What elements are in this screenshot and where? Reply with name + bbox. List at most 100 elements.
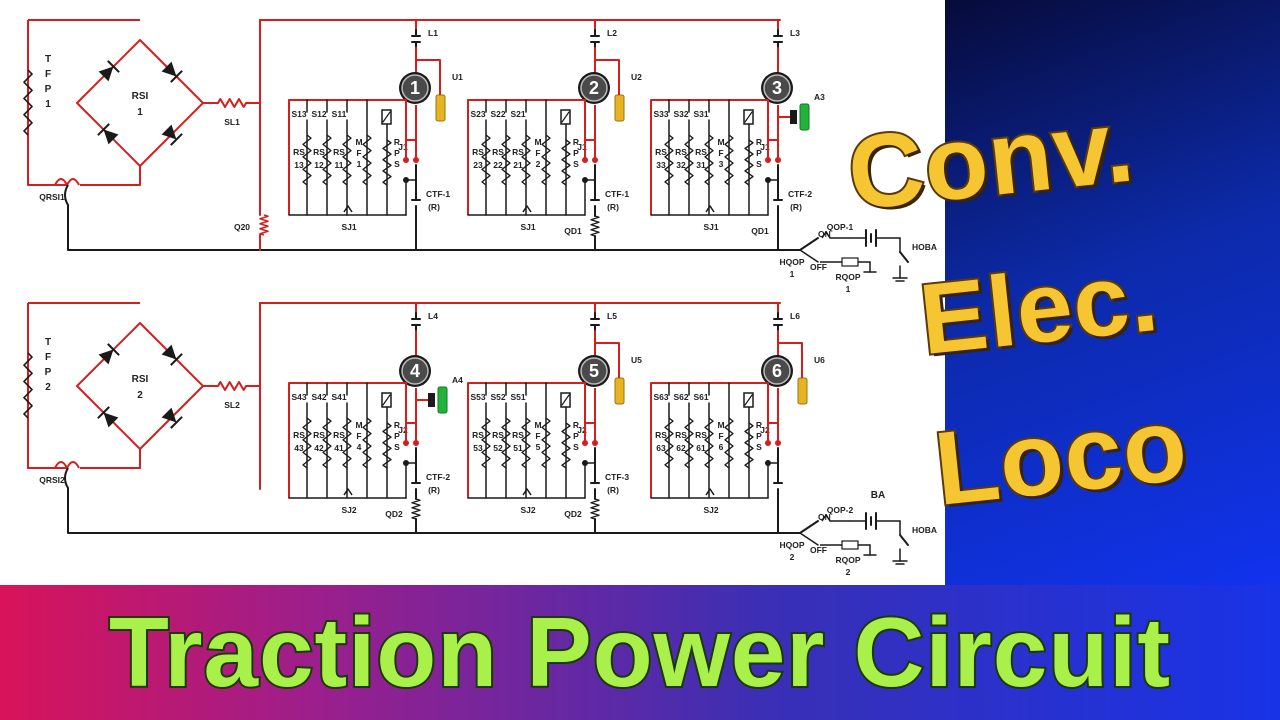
motor-group-1-u-label: U1 [452,72,463,82]
sl-inductor [217,98,247,108]
diode-bar [107,60,120,73]
motor-group-5-mf-letter: M [534,420,541,430]
side-word-conv: Conv. [841,85,1142,234]
motor-group-1-rs-resistor [302,134,312,186]
motor-group-2-j-dot [592,157,598,163]
motor-group-5-ctf-r: (R) [607,485,619,495]
motor-group-5-j-dot [592,440,598,446]
motor-group-3-rs-num: 32 [676,160,686,170]
motor-group-6-motor-number: 6 [772,361,782,381]
motor-group-2-sj-label: SJ1 [520,222,535,232]
motor-group-2-rs-num: 21 [513,160,523,170]
motor-group-1-s-label: S11 [332,109,347,119]
diode-bar [97,123,110,136]
motor-group-1-mf-letter: 1 [357,159,362,169]
tfp-letter: 1 [45,99,51,110]
motor-group-2-ctf-label: CTF-1 [605,189,629,199]
motor-group-4-j-dot [413,440,419,446]
qop-contact [821,231,850,239]
motor-group-1-rs-resistor [322,134,332,186]
motor-group-1-rs-label: RS [333,147,345,157]
motor-group-3-field-top [650,99,778,215]
motor-group-3-s-label: S31 [693,109,708,119]
motor-group-2-rps-slash [561,111,570,123]
motor-group-3-mf-letter: M [717,137,724,147]
motor-group-3-overload-relay [799,103,810,131]
motor-group-2-mf-letter: M [534,137,541,147]
qrsi-label: QRSI1 [39,192,65,202]
sl-label: SL1 [224,117,240,127]
motor-group-2-qd-resistor [590,215,600,237]
motor-group-5-relay-wire [595,342,620,378]
motor-group-6-j-label: J2 [760,425,770,435]
motor-group-1-j-dot [413,157,419,163]
tfp-letter: F [45,69,51,80]
motor-group-5-s-label: S53 [470,392,485,402]
motor-group-4-s-label: S41 [331,392,346,402]
motor-group-4-motor-body [401,357,429,385]
motor-group-3-rs-resistor [704,134,714,186]
motor-group-4-s-label: S43 [291,392,306,402]
motor-group-3-rs-resistor [684,134,694,186]
motor-group-1-s-label: S13 [291,109,306,119]
motor-group-4-rs-label: RS [333,430,345,440]
motor-group-2-mf-letter: F [535,148,540,158]
motor-group-3-rs-label: RS [675,147,687,157]
motor-group-5-rps-letter: P [573,431,579,441]
motor-group-4-field-top [288,382,416,498]
motor-group-4-mf-letter: 4 [357,442,362,452]
rsi-label: RSI [132,374,149,385]
motor-group-4-qd-label: QD2 [385,509,403,519]
motor-group-1-motor-number: 1 [410,78,420,98]
motor-group-3-motor-body [763,74,791,102]
sl-inductor [217,381,247,391]
motor-group-1-l-label: L1 [428,28,438,38]
motor-group-5-s-label: S52 [490,392,505,402]
diode-triangle [98,66,114,82]
tfp-coil [23,69,33,136]
tfp-coil [23,352,33,419]
off-label: OFF [810,545,827,555]
motor-group-3-s-label: S33 [653,109,668,119]
hqop-label: HQOP [779,540,804,550]
motor-group-3-rs-label: RS [655,147,667,157]
bridge-rectifier [76,39,204,167]
motor-group-6-motor-body [763,357,791,385]
tfp-letter: F [45,352,51,363]
motor-group-2-overload-relay [614,94,625,122]
motor-group-5-qd-label: QD2 [564,509,582,519]
hqop-label: HQOP [779,257,804,267]
motor-group-1-rs-resistor [342,134,352,186]
motor-group-3-rps-letter: S [756,159,762,169]
hqop-number: 2 [790,552,795,562]
motor-group-6-rs-resistor [704,417,714,469]
background-right [945,0,1280,590]
motor-group-4-rs-resistor [322,417,332,469]
motor-group-2-qd-label: QD1 [564,226,582,236]
motor-group-5-rps-letter: S [573,442,579,452]
motor-group-1-motor-body [401,74,429,102]
motor-group-5-rs-resistor [521,417,531,469]
motor-group-6-l-label: L6 [790,311,800,321]
motor-group-4-rps-slash [382,394,391,406]
motor-group-1-rs-label: RS [293,147,305,157]
tfp-letter: 2 [45,382,51,393]
motor-group-4-rs-resistor [342,417,352,469]
motor-group-3-sj-label: SJ1 [703,222,718,232]
motor-group-3-rs-num: 31 [696,160,706,170]
qrsi-lead [64,184,69,250]
motor-group-4-s-label: S42 [311,392,326,402]
motor-group-6-rs-num: 62 [676,443,686,453]
motor-group-3-u-label: A3 [814,92,825,102]
motor-group-2-motor-body [580,74,608,102]
motor-group-1-mf-letter: M [355,137,362,147]
motor-group-4-rps-resistor [382,422,392,469]
motor-group-1-ctf-r: (R) [428,202,440,212]
motor-group-5-rs-num: 51 [513,443,523,453]
motor-group-2-rs-num: 22 [493,160,503,170]
motor-group-5-rps-letter: R [573,420,579,430]
motor-group-6-s-label: S61 [693,392,708,402]
motor-group-6-j-dot [775,440,781,446]
motor-group-4-mf-letter: F [356,431,361,441]
